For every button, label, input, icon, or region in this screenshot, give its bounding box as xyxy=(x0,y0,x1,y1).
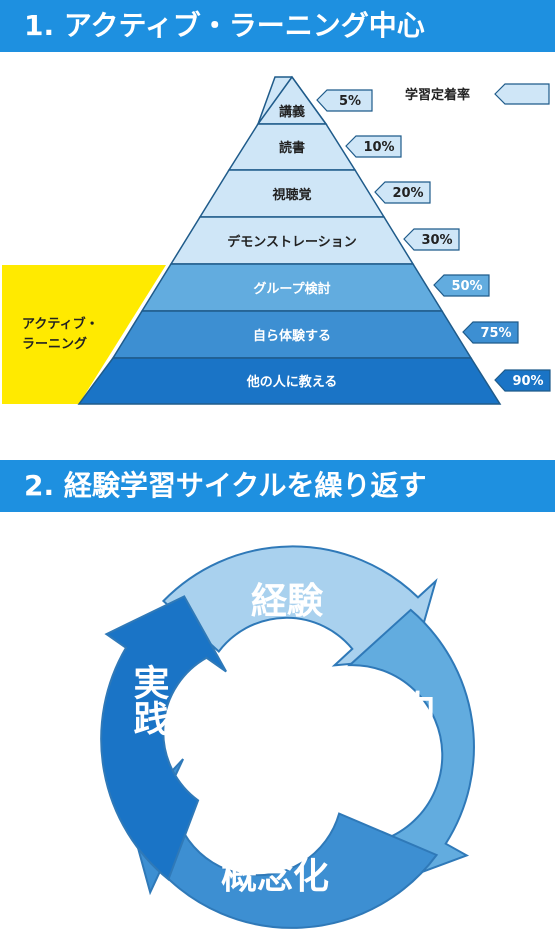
pyramid-level-7 xyxy=(77,357,502,405)
active-label-line1: アクティブ・ xyxy=(22,316,99,332)
learning-pyramid: 講義 読書 視聴覚 デモンストレーション グループ検討 自ら体験する 他の人に教… xyxy=(77,75,502,405)
rate-label-2: 10% xyxy=(363,140,394,155)
level-label-5: グループ検討 xyxy=(253,281,330,297)
rate-label-7: 90% xyxy=(512,374,543,389)
rate-tag-2 xyxy=(345,135,402,158)
cycle-label-reflection-1: 内省 xyxy=(394,690,436,762)
level-label-2: 読書 xyxy=(279,140,305,156)
rate-label-1: 5% xyxy=(339,94,361,109)
retention-tags: 学習定着率 5% 10% 20% 30% 50% 75% 90% xyxy=(316,83,551,392)
cycle-label-experience: 経験 xyxy=(251,581,324,622)
rate-label-3: 20% xyxy=(392,186,423,201)
active-learning-highlight: アクティブ・ ラーニング xyxy=(2,265,166,404)
rate-tag-7 xyxy=(494,369,551,392)
level-label-7: 他の人に教える xyxy=(246,374,338,390)
cycle-arrow-practice xyxy=(100,595,227,881)
level-label-1: 講義 xyxy=(279,104,305,120)
rate-tag-6 xyxy=(462,321,519,344)
level-label-4: デモンストレーション xyxy=(227,234,356,250)
section-2-title: 2. 経験学習サイクルを繰り返す xyxy=(0,460,555,512)
retention-legend-tag xyxy=(494,83,550,105)
cycle-label-conceptualization: 概念化 xyxy=(221,855,329,897)
section-1-title: 1. アクティブ・ラーニング中心 xyxy=(0,0,555,52)
cycle-arrow-experience xyxy=(161,545,438,667)
level-label-3: 視聴覚 xyxy=(271,187,311,203)
rate-tag-4 xyxy=(403,228,460,251)
rate-tag-5 xyxy=(433,274,490,297)
rate-tag-1 xyxy=(316,89,373,112)
learning-cycle: 経験 内省 概念化 実践 xyxy=(100,545,475,929)
rate-label-4: 30% xyxy=(421,233,452,248)
level-label-6: 自ら体験する xyxy=(253,328,331,344)
rate-label-5: 50% xyxy=(451,279,482,294)
rate-label-6: 75% xyxy=(480,326,511,341)
retention-legend-label: 学習定着率 xyxy=(405,87,470,103)
cycle-label-practice: 実践 xyxy=(128,664,170,736)
active-label-line2: ラーニング xyxy=(22,336,87,352)
rate-tag-3 xyxy=(374,181,431,204)
